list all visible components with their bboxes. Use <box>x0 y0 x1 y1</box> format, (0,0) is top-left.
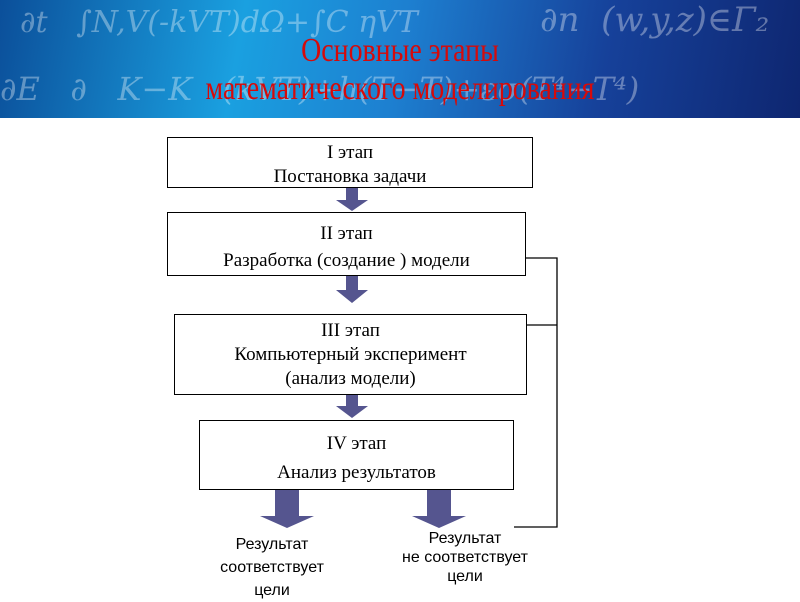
stage-3-box: III этап Компьютерный эксперимент (анали… <box>174 314 527 395</box>
outcome-line: Результат <box>428 530 502 547</box>
outcome-line: соответствует <box>220 559 324 576</box>
arrow-down-icon <box>336 276 368 303</box>
outcome-mismatch: Результат не соответствует цели <box>375 529 555 586</box>
stage-label: II этап <box>320 223 373 244</box>
outcome-line: цели <box>447 568 483 585</box>
stage-name: Компьютерный эксперимент <box>234 344 467 365</box>
outcome-line: Результат <box>235 536 309 553</box>
title-line-1: Основные этапы <box>301 32 499 69</box>
stage-name: Разработка (создание ) модели <box>223 250 470 271</box>
stage-name: Анализ результатов <box>277 462 436 483</box>
arrow-down-big-icon <box>260 489 314 528</box>
stage-label: III этап <box>321 320 380 341</box>
stage-1-box: I этап Постановка задачи <box>167 137 533 188</box>
formula-decoration: ∂t ∫N,V(-kVT)dΩ+∫C ηVT <box>20 5 418 40</box>
stage-label: IV этап <box>326 433 387 454</box>
outcome-line: цели <box>254 582 290 599</box>
formula-decoration: ∂E ∂ K−K (kVT)+h(T−T)+εσ(T⁴−T⁴) <box>0 70 640 108</box>
stage-2-box: II этап Разработка (создание ) модели <box>167 212 526 276</box>
formula-decoration: ∂n (w,y,z)∈Γ₂ B(T <box>540 0 800 40</box>
arrow-down-icon <box>336 395 368 418</box>
stage-note: (анализ модели) <box>285 368 416 389</box>
stage-name: Постановка задачи <box>273 166 427 187</box>
arrow-down-icon <box>336 188 368 211</box>
stage-label: I этап <box>326 142 374 163</box>
outcome-match: Результат соответствует цели <box>192 533 352 602</box>
header-banner: ∂t ∫N,V(-kVT)dΩ+∫C ηVT ∂n (w,y,z)∈Γ₂ B(T… <box>0 0 800 118</box>
outcome-line: не соответствует <box>402 549 528 566</box>
title-line-2: математического моделирования <box>205 70 595 107</box>
arrow-down-big-icon <box>412 489 466 528</box>
stage-4-box: IV этап Анализ результатов <box>199 420 514 490</box>
